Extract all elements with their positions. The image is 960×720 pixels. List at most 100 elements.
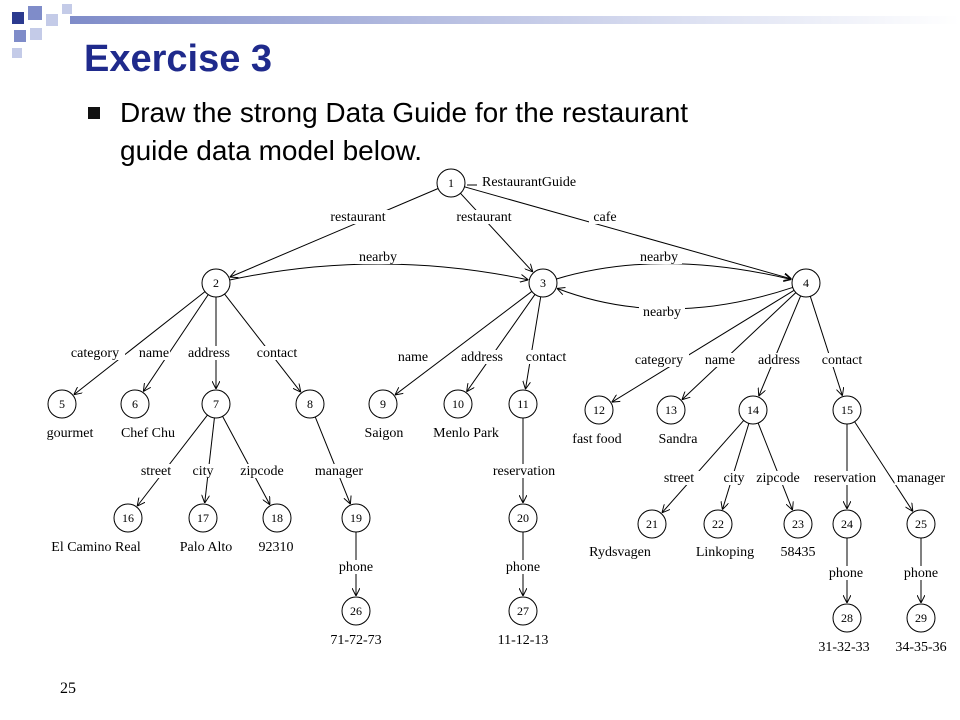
bullet-text: Draw the strong Data Guide for the resta… bbox=[120, 97, 689, 166]
edge-4-14 bbox=[759, 295, 802, 396]
edge-label-bg bbox=[312, 464, 366, 478]
edge-label: cafe bbox=[593, 210, 616, 225]
edge-label-bg bbox=[455, 350, 509, 364]
node-id-label: 15 bbox=[841, 403, 853, 417]
edge-15-25 bbox=[854, 421, 913, 512]
edge-label: city bbox=[193, 464, 214, 479]
edge-7-16 bbox=[137, 414, 208, 506]
edge-label: category bbox=[71, 346, 119, 361]
node-value: 34-35-36 bbox=[895, 640, 946, 655]
deco-square bbox=[62, 4, 72, 14]
edge-label-bg bbox=[826, 566, 866, 580]
node-id-label: 3 bbox=[540, 276, 546, 290]
edge-2-8 bbox=[224, 293, 301, 392]
edge-label-bg bbox=[629, 353, 689, 367]
edge-1-3 bbox=[460, 192, 532, 272]
node-value: 71-72-73 bbox=[330, 633, 381, 648]
node-15: 15 bbox=[832, 395, 862, 425]
node-8: 8 bbox=[295, 389, 325, 419]
edge-label: restaurant bbox=[330, 210, 385, 225]
edge-label-bg bbox=[187, 464, 219, 478]
node-id-label: 12 bbox=[593, 403, 605, 417]
node-24: 24 bbox=[832, 509, 862, 539]
edge-label: address bbox=[758, 353, 800, 368]
node-circle bbox=[368, 389, 398, 419]
node-circle bbox=[113, 503, 143, 533]
edge-label: manager bbox=[897, 471, 946, 486]
node-id-label: 27 bbox=[517, 604, 529, 618]
edge-2-5 bbox=[74, 291, 206, 395]
edge-label-bg bbox=[815, 353, 869, 367]
node-value: fast food bbox=[572, 432, 621, 447]
edge-label-bg bbox=[639, 305, 685, 319]
edge-1-4 bbox=[464, 186, 791, 279]
edge-label: restaurant bbox=[456, 210, 511, 225]
node-id-label: 9 bbox=[380, 397, 386, 411]
node-circle bbox=[832, 509, 862, 539]
edge-label-bg bbox=[138, 346, 170, 360]
edge-label-bg bbox=[355, 250, 401, 264]
node-23: 23 58435 bbox=[781, 509, 816, 560]
node-value: 58435 bbox=[781, 545, 816, 560]
edge-14-22 bbox=[722, 423, 750, 509]
node-value: Chef Chu bbox=[121, 426, 175, 441]
edge-label-bg bbox=[447, 210, 521, 224]
edge-label: nearby bbox=[359, 250, 397, 265]
node-circle bbox=[832, 603, 862, 633]
node-id-label: 24 bbox=[841, 517, 853, 531]
node-circle bbox=[508, 503, 538, 533]
edge-label: contact bbox=[822, 353, 863, 368]
node-circle bbox=[584, 395, 614, 425]
node-id-label: 21 bbox=[646, 517, 658, 531]
edge-3-10 bbox=[467, 294, 536, 391]
node-12: 12 fast food bbox=[572, 395, 622, 447]
node-id-label: 20 bbox=[517, 511, 529, 525]
node-circle bbox=[906, 603, 936, 633]
node-id-label: 22 bbox=[712, 517, 724, 531]
node-id-label: 10 bbox=[452, 397, 464, 411]
edge-label-bg bbox=[804, 471, 886, 485]
node-value: El Camino Real bbox=[51, 540, 141, 555]
node-id-label: 2 bbox=[213, 276, 219, 290]
edge-label: contact bbox=[257, 346, 298, 361]
node-circle bbox=[528, 268, 558, 298]
node-id-label: 8 bbox=[307, 397, 313, 411]
node-circle bbox=[703, 509, 733, 539]
edge-label: phone bbox=[339, 560, 373, 575]
node-circle bbox=[783, 509, 813, 539]
node-circle bbox=[508, 389, 538, 419]
node-25: 25 bbox=[906, 509, 936, 539]
edge-label-bg bbox=[636, 250, 682, 264]
root-label: RestaurantGuide bbox=[482, 175, 576, 190]
node-id-label: 14 bbox=[747, 403, 759, 417]
edge-14-23 bbox=[757, 422, 792, 510]
edge-label: nearby bbox=[643, 305, 681, 320]
node-3: 3 bbox=[528, 268, 558, 298]
node-2: 2 bbox=[201, 268, 231, 298]
deco-gradient-bar bbox=[70, 16, 960, 24]
node-id-label: 4 bbox=[803, 276, 809, 290]
edge-label: street bbox=[664, 471, 694, 486]
node-circle bbox=[295, 389, 325, 419]
node-7: 7 bbox=[201, 389, 231, 419]
edge-label: phone bbox=[829, 566, 863, 581]
edge-label: nearby bbox=[640, 250, 678, 265]
node-id-label: 23 bbox=[792, 517, 804, 531]
edge-label-bg bbox=[65, 346, 125, 360]
edge-label: zipcode bbox=[756, 471, 800, 486]
node-circle bbox=[436, 168, 466, 198]
node-circle bbox=[341, 503, 371, 533]
edge-label-bg bbox=[503, 560, 543, 574]
node-circle bbox=[906, 509, 936, 539]
node-value: 92310 bbox=[259, 540, 294, 555]
deco-square bbox=[14, 30, 26, 42]
edge-4-15 bbox=[809, 296, 842, 395]
node-id-label: 7 bbox=[213, 397, 219, 411]
edge-label-bg bbox=[752, 353, 806, 367]
node-circle bbox=[341, 596, 371, 626]
edge-label: reservation bbox=[493, 464, 555, 479]
